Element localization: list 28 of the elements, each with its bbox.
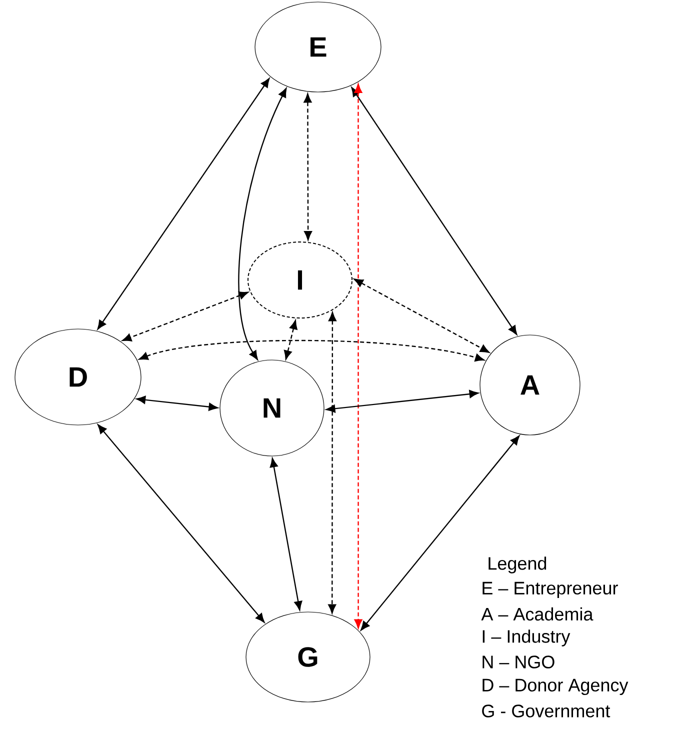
arrow <box>284 320 298 360</box>
arrow <box>238 88 287 360</box>
arrow <box>328 312 336 614</box>
legend-text: Legend <box>488 556 546 574</box>
ellipse-node: D <box>14 328 142 426</box>
ellipse-node: G <box>246 612 370 702</box>
arrow <box>304 93 312 240</box>
arrow <box>270 458 302 610</box>
arrow <box>98 424 265 623</box>
ellipse-node: A <box>480 334 580 436</box>
legend-text: D – Donor Agency <box>482 678 628 696</box>
ellipse-node: N <box>220 360 324 456</box>
arrow <box>354 84 362 629</box>
arrow <box>122 292 248 342</box>
ellipse-node: I <box>248 242 352 318</box>
legend-text: I – Industry <box>482 630 570 646</box>
arrow <box>136 396 218 411</box>
arrow <box>326 390 479 413</box>
arrow <box>351 87 518 335</box>
legend-text: A – Academia <box>481 607 594 621</box>
arrow <box>97 78 270 330</box>
legend-text: N – NGO <box>482 656 554 668</box>
ellipse-node: E <box>254 2 382 92</box>
arrow <box>354 278 490 353</box>
legend-text: G - Government <box>482 704 610 718</box>
arrow <box>138 340 484 362</box>
arrow <box>360 436 520 631</box>
legend-text: E – Entrepreneur <box>482 582 618 598</box>
